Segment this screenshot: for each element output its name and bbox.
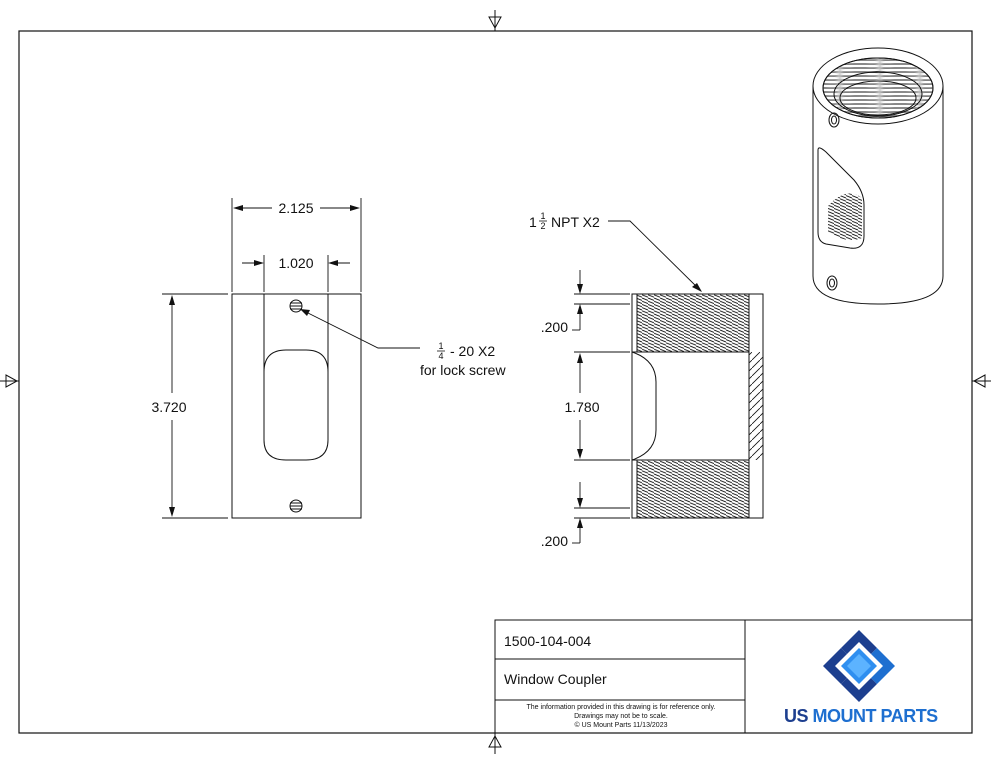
centering-marks bbox=[0, 10, 991, 754]
iso-body bbox=[812, 86, 944, 305]
isometric-view bbox=[812, 47, 944, 305]
title-block bbox=[494, 619, 973, 734]
screw-callout-line2: for lock screw bbox=[420, 362, 506, 378]
logo-wordmark: US MOUNT PARTS bbox=[784, 706, 938, 727]
npt-callout-num: 1 bbox=[540, 211, 545, 221]
dim-middle: 1.780 bbox=[564, 399, 599, 415]
logo-word-mount-parts: MOUNT PARTS bbox=[812, 706, 939, 726]
iso-hole-top bbox=[828, 112, 840, 128]
front-dimensions bbox=[162, 198, 420, 519]
section-hatch bbox=[749, 352, 763, 460]
window-slot bbox=[263, 349, 329, 461]
dim-width-slot: 1.020 bbox=[278, 255, 313, 271]
top-thread-region bbox=[637, 294, 749, 352]
part-number: 1500-104-004 bbox=[504, 633, 592, 649]
screw-callout-rest: - 20 X2 bbox=[450, 343, 495, 359]
screw-callout: 1 4 - 20 X2 for lock screw bbox=[420, 341, 506, 378]
screw-callout-num: 1 bbox=[438, 341, 443, 351]
dim-thread-bottom: .200 bbox=[541, 533, 568, 549]
lock-screw-hole-bottom bbox=[289, 499, 303, 513]
npt-callout-whole: 1 bbox=[529, 214, 537, 230]
disclaimer-line-1: The information provided in this drawing… bbox=[526, 704, 716, 711]
dim-thread-top: .200 bbox=[541, 319, 568, 335]
section-view bbox=[631, 293, 764, 519]
front-view bbox=[231, 293, 362, 519]
screw-callout-den: 4 bbox=[438, 351, 443, 361]
npt-callout-den: 2 bbox=[540, 221, 545, 231]
window-profile bbox=[631, 351, 657, 461]
npt-callout-rest: NPT X2 bbox=[551, 214, 600, 230]
front-outline bbox=[231, 293, 362, 519]
lock-screw-hole-top bbox=[289, 299, 303, 313]
section-dimensions bbox=[572, 220, 702, 544]
npt-callout: 1 1 2 NPT X2 bbox=[529, 211, 600, 231]
dim-height-overall: 3.720 bbox=[151, 399, 186, 415]
bottom-thread-region bbox=[637, 460, 749, 518]
iso-hole-bottom bbox=[826, 275, 838, 291]
dim-width-overall: 2.125 bbox=[278, 200, 313, 216]
disclaimer-line-3: © US Mount Parts 11/13/2023 bbox=[574, 722, 668, 729]
logo-word-us: US bbox=[784, 706, 809, 726]
part-name: Window Coupler bbox=[504, 671, 607, 687]
us-mount-parts-logo-mark bbox=[823, 630, 895, 702]
disclaimer-line-2: Drawings may not be to scale. bbox=[574, 713, 668, 720]
disclaimer-note: The information provided in this drawing… bbox=[498, 703, 744, 730]
